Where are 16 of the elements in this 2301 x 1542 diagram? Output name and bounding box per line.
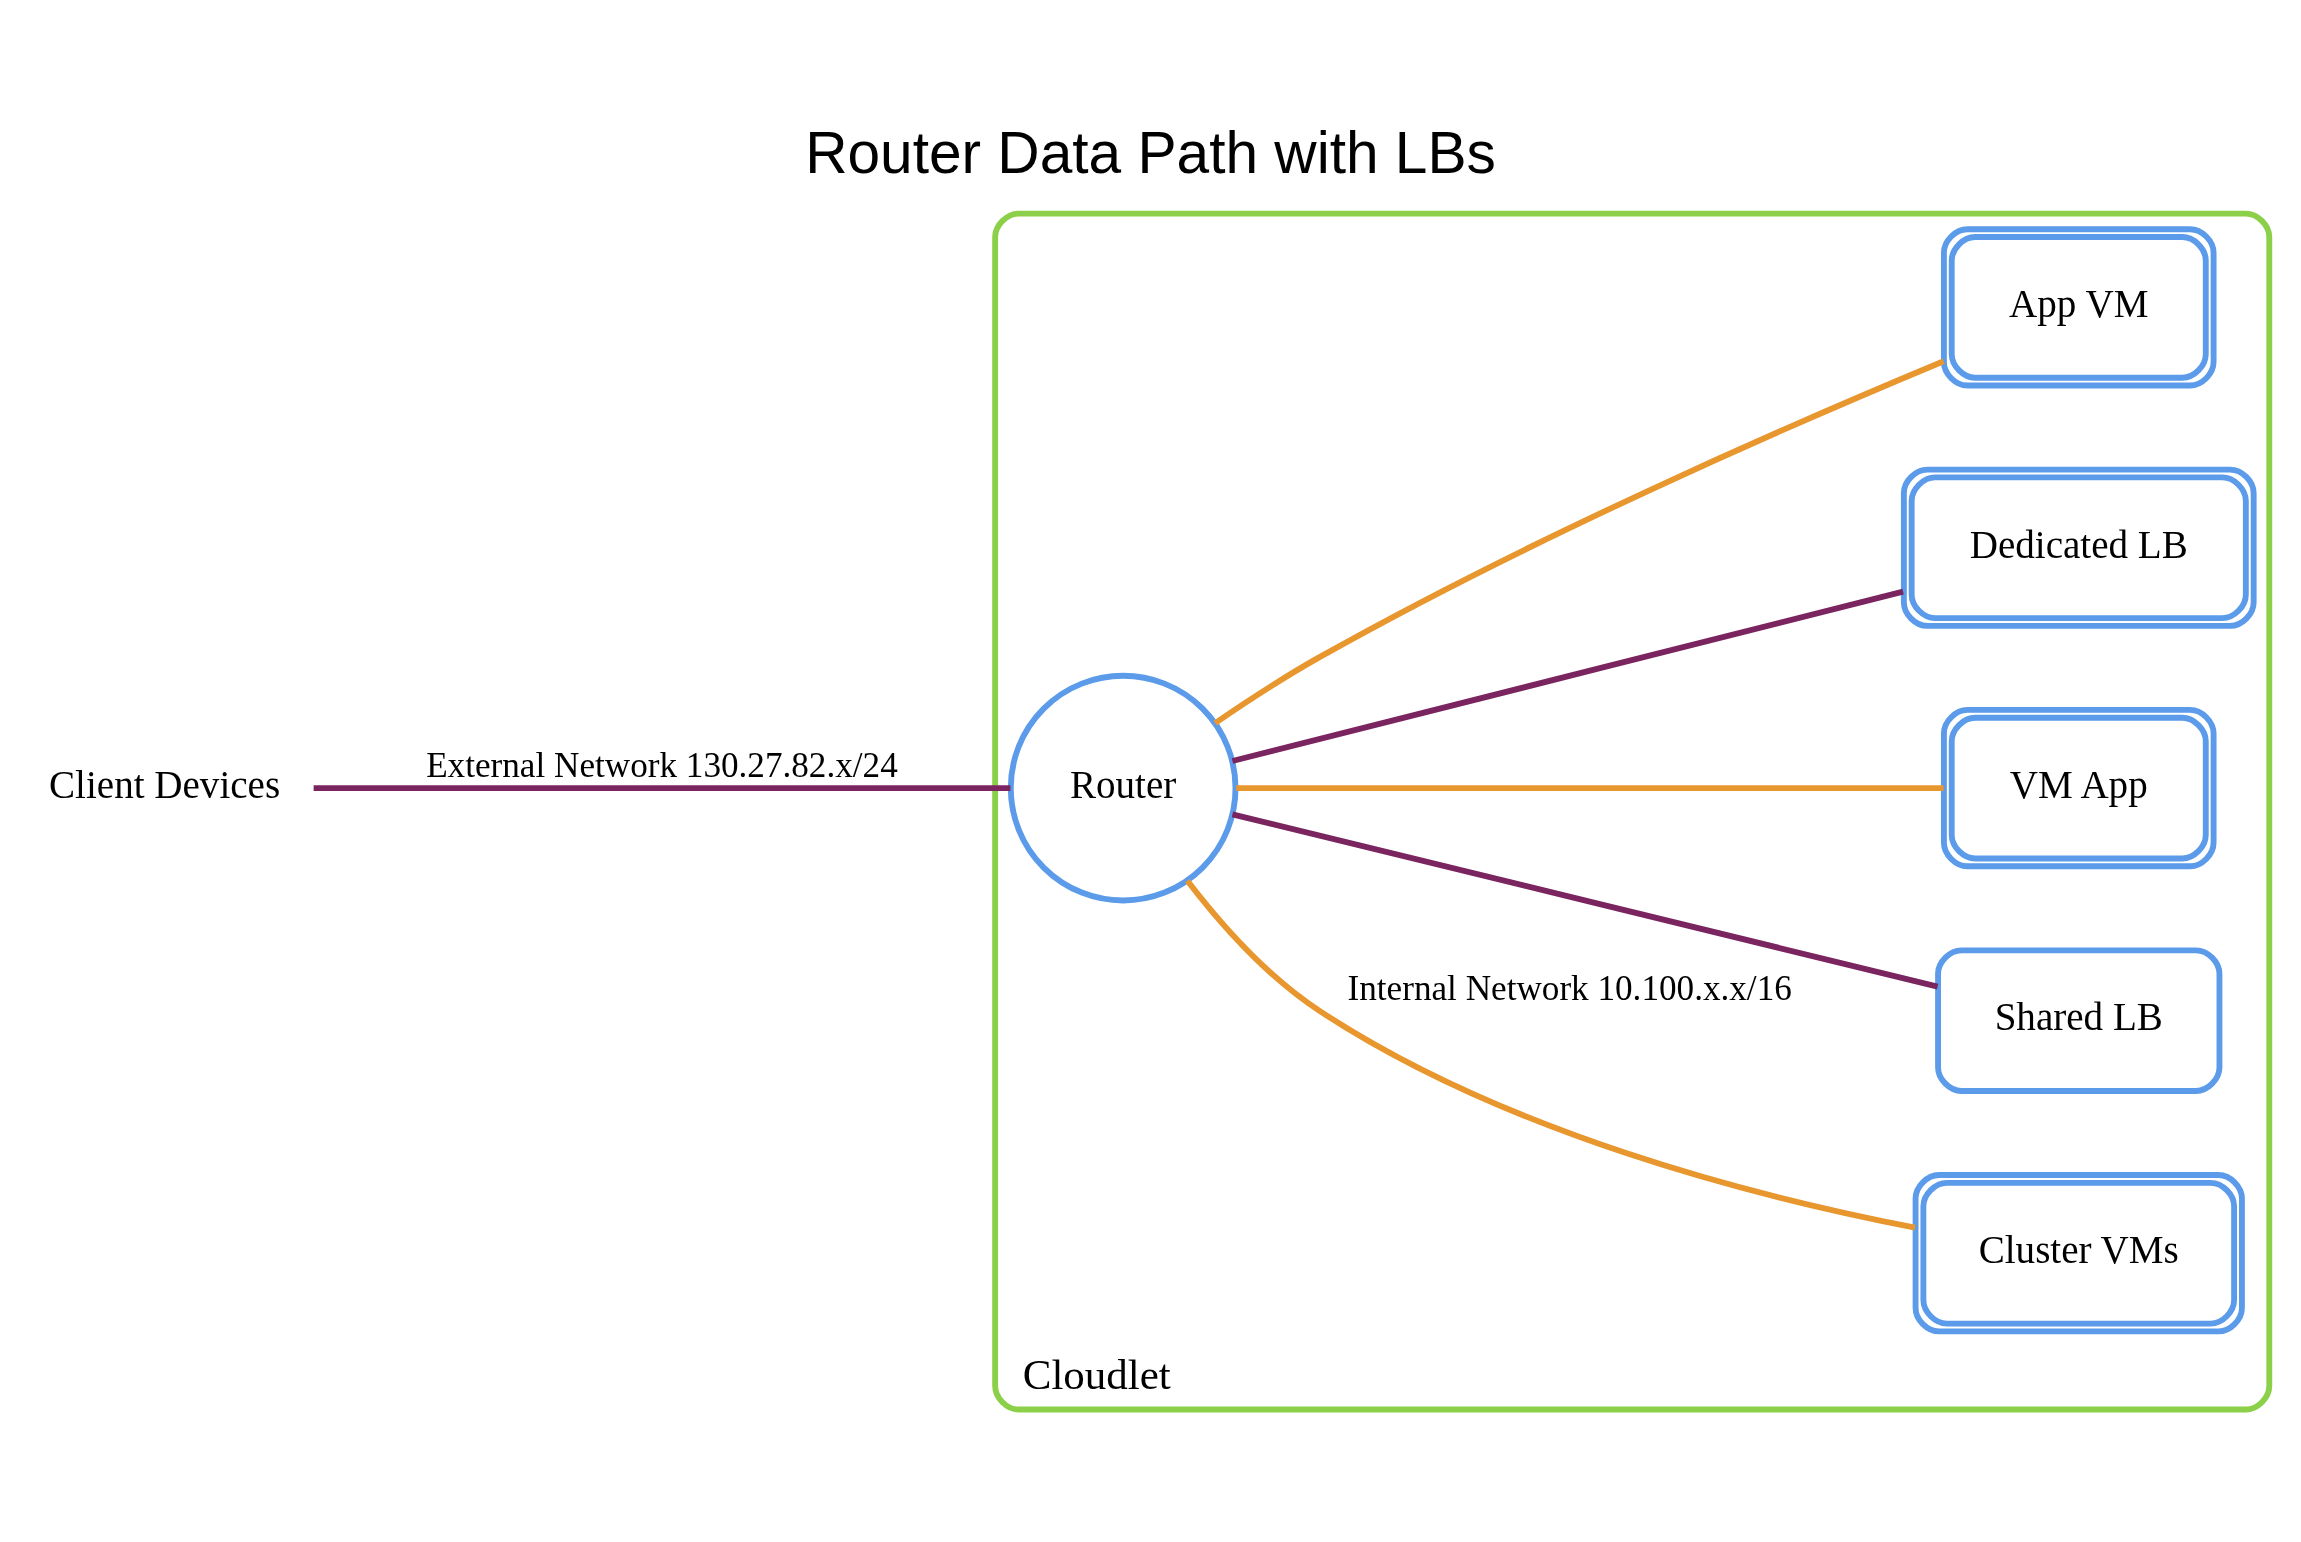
diagram-title: Router Data Path with LBs [805, 119, 1496, 185]
connector [1213, 358, 1945, 725]
edge-label: External Network 130.27.82.x/24 [426, 745, 898, 785]
connector [1231, 811, 1939, 989]
connector [1236, 784, 1944, 791]
connector [1185, 878, 1916, 1231]
connector [313, 784, 1011, 791]
node-box: Dedicated LB [1900, 466, 2257, 629]
connector [1231, 588, 1904, 764]
node-text: Client Devices [49, 762, 281, 806]
node-box: VM App [1941, 706, 2217, 869]
node-box: App VM [1941, 225, 2217, 388]
node-circle: Router [1007, 672, 1239, 903]
edge-label: Internal Network 10.100.x.x/16 [1347, 968, 1792, 1008]
node-box: Cluster VMs [1912, 1171, 2245, 1334]
node-box: Shared LB [1935, 946, 2223, 1094]
